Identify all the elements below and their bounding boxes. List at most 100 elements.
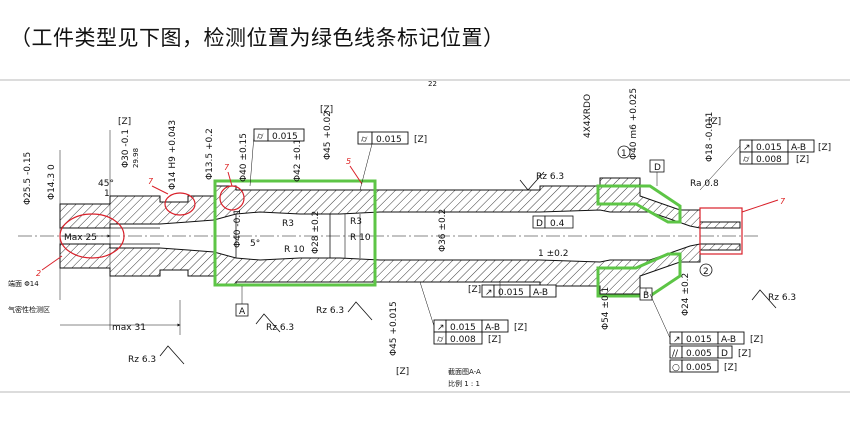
- note-scale: 比例 1 : 1: [448, 379, 480, 388]
- svg-text:0.008: 0.008: [756, 155, 782, 165]
- svg-text:[Z]: [Z]: [414, 135, 427, 145]
- svg-text:[Z]: [Z]: [514, 323, 527, 333]
- svg-text:[Z]: [Z]: [738, 349, 751, 359]
- note-airtight: 气密性检测区: [8, 305, 50, 314]
- dim-45deg: 45°: [98, 179, 114, 189]
- circle-2: 2: [703, 267, 709, 277]
- fcf-7: ⌭ 0.008 [Z]: [739, 151, 809, 165]
- dim-d36: Φ36 ±0.2: [438, 209, 448, 252]
- dim-d40: Φ40 ±0.15: [239, 133, 249, 182]
- svg-text:[Z]: [Z]: [488, 335, 501, 345]
- circle-1: 1: [621, 149, 627, 159]
- box-d: D: [536, 219, 543, 229]
- fcf-5: ⌭ 0.008 [Z]: [433, 331, 501, 345]
- datum-a: A: [239, 307, 246, 317]
- inspection-zone-left: [213, 179, 377, 287]
- svg-text:0.005: 0.005: [686, 349, 712, 359]
- svg-text:⌭: ⌭: [257, 132, 264, 142]
- svg-text:⌭: ⌭: [361, 135, 368, 145]
- z-tag-1: [Z]: [118, 117, 131, 127]
- dim-max31: max 31: [112, 323, 146, 333]
- svg-text:⌭: ⌭: [743, 155, 750, 165]
- dim-d13: Φ13.5 +0.2: [205, 128, 215, 180]
- z-tag-3: [Z]: [468, 285, 481, 295]
- svg-text:[Z]: [Z]: [724, 363, 737, 373]
- box-d04: 0.4: [550, 219, 565, 229]
- dim-r10b: R 10: [350, 233, 371, 243]
- fcf-6: ↗ 0.015 A-B [Z]: [739, 139, 831, 153]
- upper-wall: [59, 177, 741, 229]
- z-tag-2: [Z]: [320, 105, 333, 115]
- dim-d14: Φ14.3 0: [47, 164, 57, 200]
- svg-text:↗: ↗: [673, 335, 681, 345]
- datum-d: D: [654, 163, 661, 173]
- callout-circle-mid: [164, 192, 196, 216]
- dim-d40v: Φ40 -0.1: [233, 209, 243, 248]
- svg-text:A-B: A-B: [721, 335, 736, 345]
- callout-box-right: [699, 207, 743, 255]
- dim-d42: Φ42 ±0.15: [293, 133, 303, 182]
- dim-d30: Φ30 -0.1: [121, 129, 131, 168]
- dim-d24: Φ24 ±0.2: [681, 273, 691, 316]
- callout-5: 5: [346, 157, 351, 166]
- page-caption: （工件类型见下图，检测位置为绿色线条标记位置）: [10, 26, 505, 50]
- callout-2: 2: [36, 269, 41, 278]
- dim-one02: 1 ±0.2: [538, 249, 568, 259]
- svg-text:0.015: 0.015: [376, 135, 402, 145]
- svg-text:[Z]: [Z]: [750, 335, 763, 345]
- svg-text:A-B: A-B: [485, 323, 500, 333]
- dim-r3a: R3: [282, 219, 294, 229]
- dim-d40m6: Φ40 m6 +0.025: [629, 88, 639, 160]
- svg-text:↗: ↗: [485, 288, 493, 298]
- rz-e: Rz 6.3: [768, 293, 796, 303]
- dim-max25: Max 25: [64, 233, 97, 243]
- dim-r3b: R3: [350, 217, 362, 227]
- callout-circle-left: [59, 213, 125, 259]
- fcf-9: // 0.005 D [Z]: [669, 345, 751, 359]
- svg-text:0.015: 0.015: [756, 143, 782, 153]
- fcf-1: ⌭ 0.015: [253, 128, 305, 142]
- inspection-zone-right-top: [596, 184, 682, 224]
- dim-5deg: 5°: [250, 239, 260, 249]
- dim-d54: Φ54 ±0.1: [601, 287, 611, 330]
- svg-text:0.015: 0.015: [450, 323, 476, 333]
- svg-text:0.015: 0.015: [686, 335, 712, 345]
- dim-one: 1: [104, 189, 110, 199]
- datum-b: B: [643, 291, 649, 301]
- callout-7c: 7: [224, 163, 230, 172]
- dim-d14h9: Φ14 H9 +0.043: [168, 120, 178, 190]
- lower-wall: [59, 243, 741, 295]
- svg-text:0.005: 0.005: [686, 363, 712, 373]
- callout-7b: 7: [148, 177, 154, 186]
- svg-text:A-B: A-B: [791, 143, 806, 153]
- ra-08: Ra 0.8: [690, 179, 719, 189]
- note-section: 截面图A-A: [448, 367, 481, 376]
- dim-top-label: 4X4XRDO: [583, 94, 593, 138]
- rz-b: Rz 6.3: [316, 306, 344, 316]
- svg-text:○: ○: [672, 363, 680, 373]
- dim-d25: Φ25.5 -0.15: [23, 152, 33, 205]
- dim-r10a: R 10: [284, 245, 305, 255]
- note-end-face: 端面 Φ14: [8, 279, 39, 288]
- dim-d45: Φ45 +0.02: [323, 111, 333, 160]
- inspection-zone-right-bottom: [596, 252, 682, 298]
- svg-text:↗: ↗: [437, 323, 445, 333]
- z-tag-4: [Z]: [396, 367, 409, 377]
- fcf-10: ○ 0.005 [Z]: [669, 359, 737, 373]
- svg-text:0.015: 0.015: [272, 132, 298, 142]
- rz-c: Rz 6.3: [266, 323, 294, 333]
- callout-7a: 7: [780, 197, 786, 206]
- z-tag-5: [Z]: [708, 117, 721, 127]
- dim-d29: 29.98: [132, 148, 140, 168]
- svg-text:[Z]: [Z]: [796, 155, 809, 165]
- dim-d18: Φ18 -0.011: [705, 112, 715, 162]
- svg-text:↗: ↗: [743, 143, 751, 153]
- dim-d45b: Φ45 +0.015: [389, 301, 399, 356]
- note-top-mark: 22: [428, 80, 437, 88]
- fcf-3: ↗ 0.015 A-B: [481, 284, 557, 298]
- rz-a: Rz 6.3: [536, 172, 564, 182]
- svg-text:[Z]: [Z]: [818, 143, 831, 153]
- fcf-8: ↗ 0.015 A-B [Z]: [669, 331, 763, 345]
- svg-text:A-B: A-B: [533, 288, 548, 298]
